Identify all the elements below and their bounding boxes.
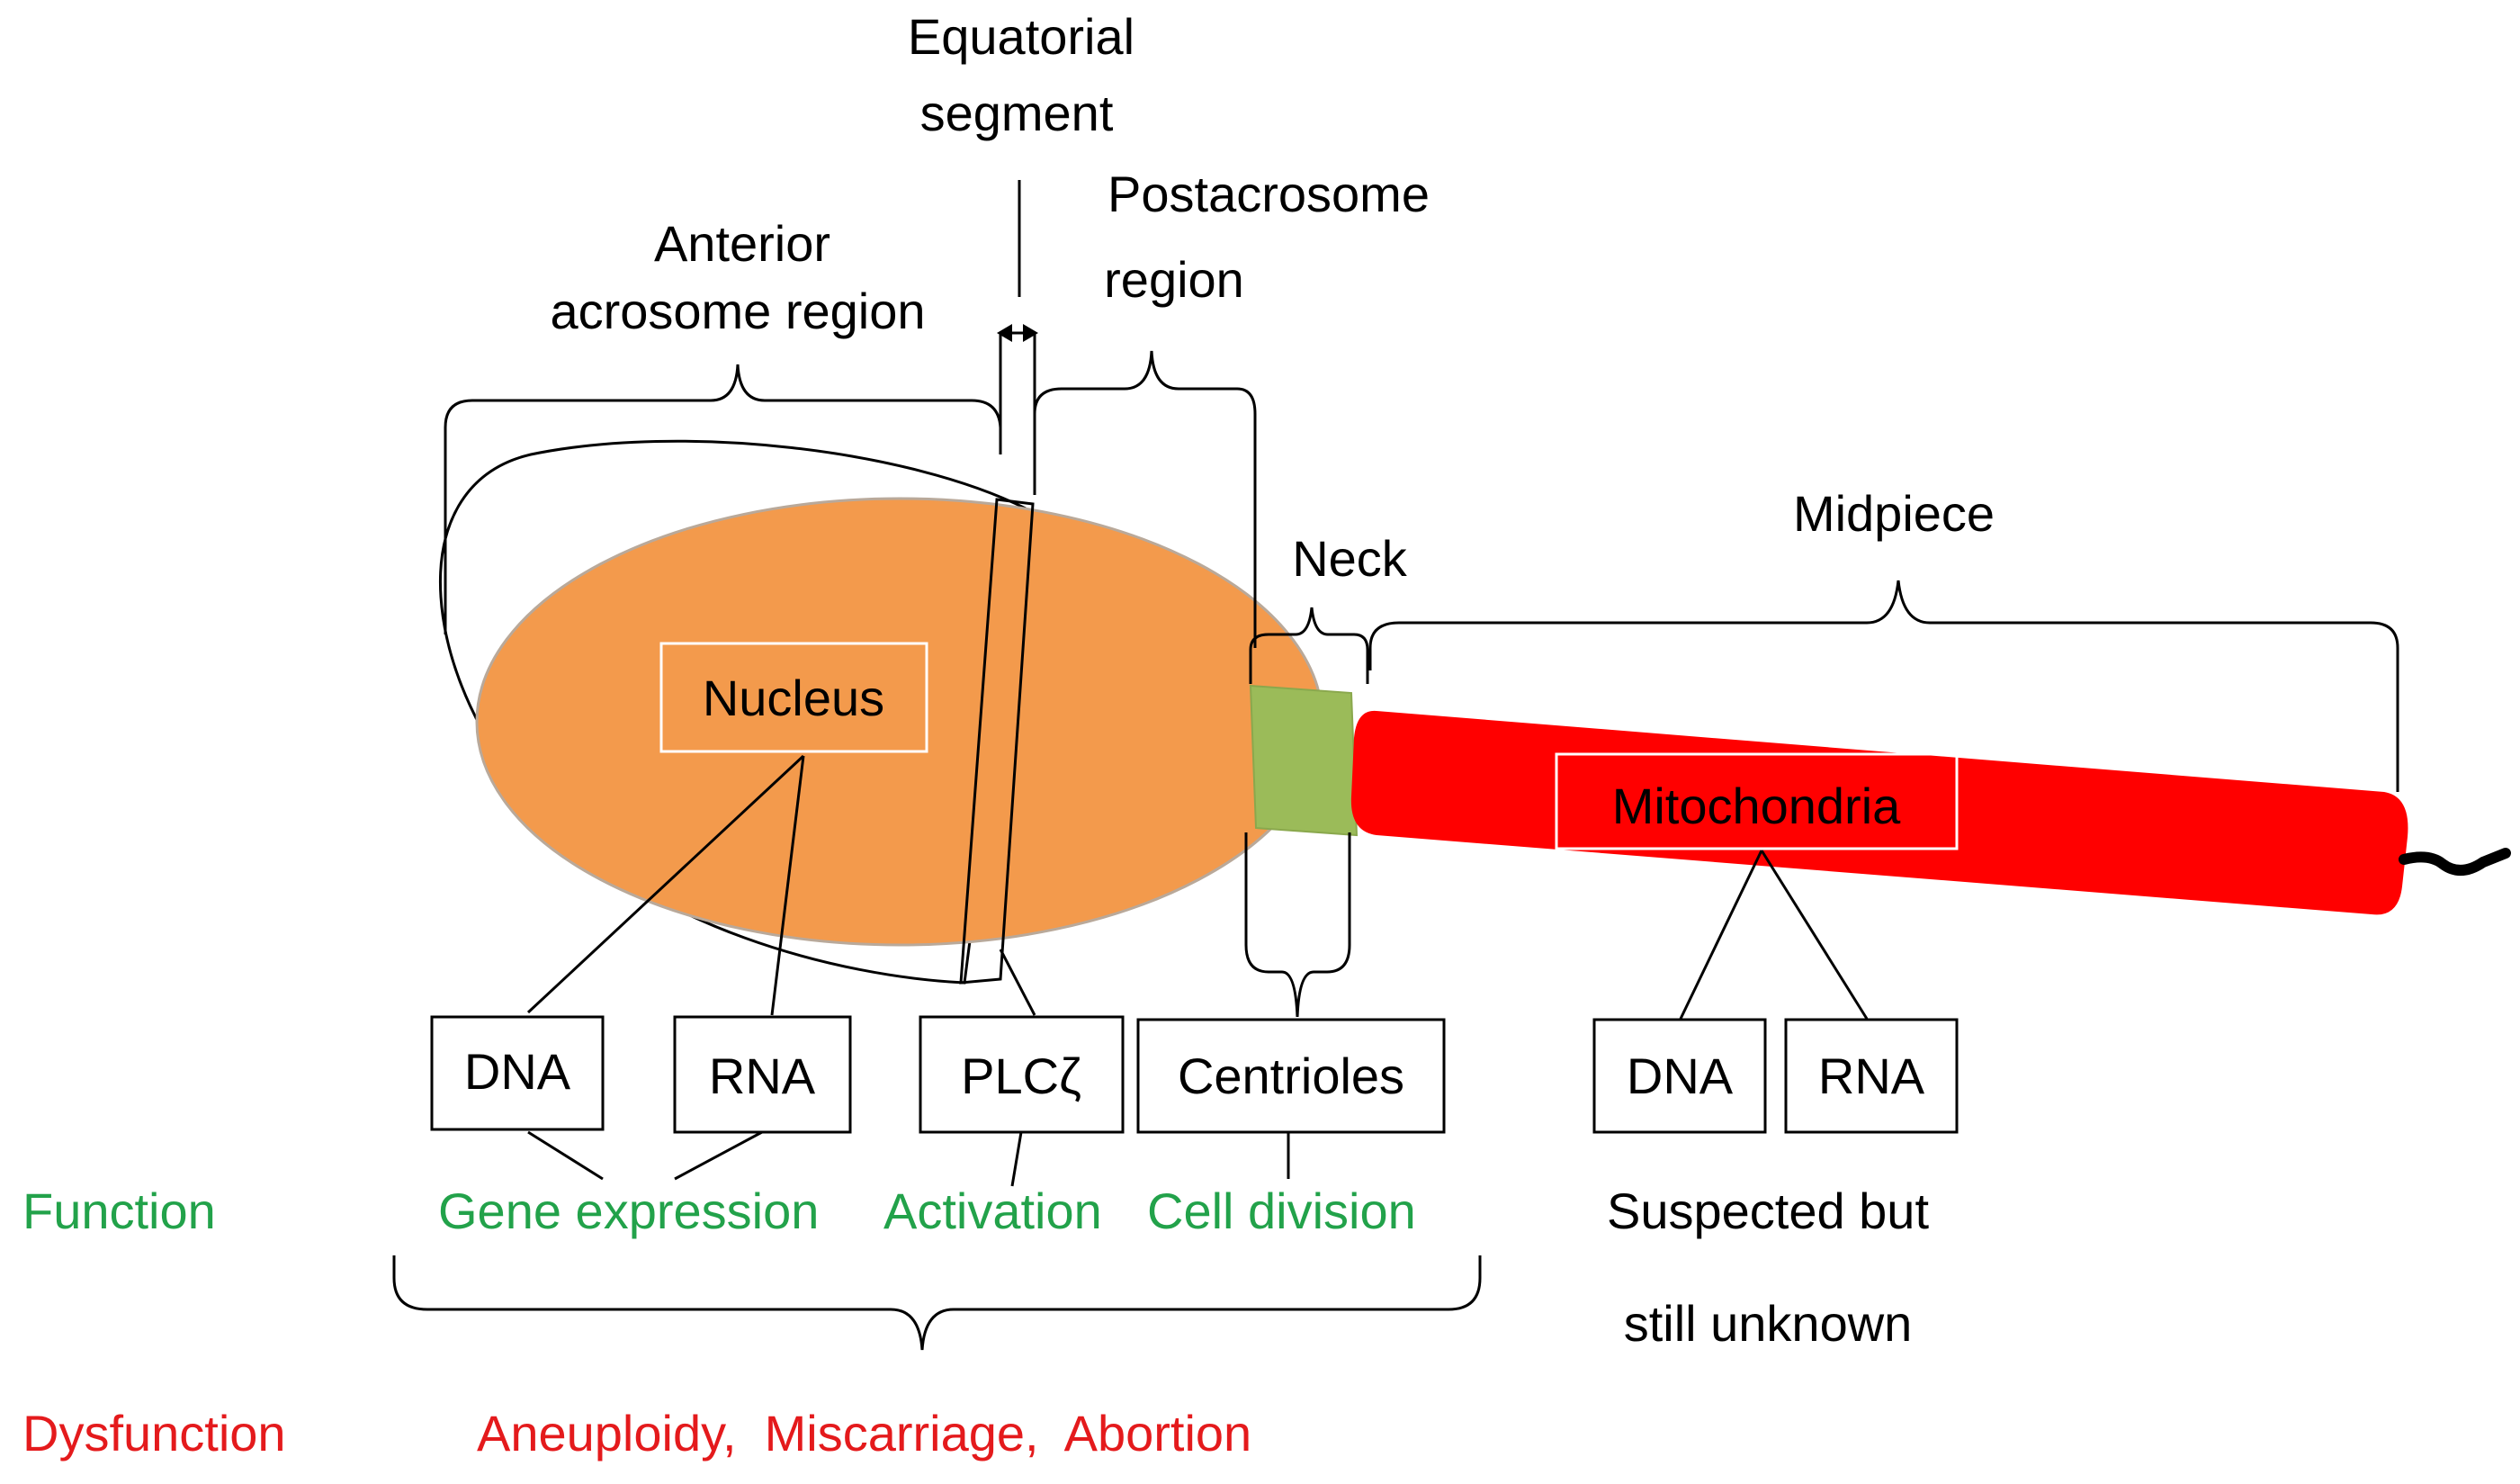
- nucleus-to-dna-line: [526, 754, 805, 1014]
- rna-left-box: [673, 1015, 852, 1134]
- acrosome-outline: [438, 439, 1027, 985]
- nucleus-to-rna-line: [770, 755, 805, 1016]
- centrioles-brace: [1244, 832, 1351, 1018]
- tail: [2399, 848, 2511, 876]
- postacrosome-brace: [1033, 350, 1257, 648]
- activation-label: Activation: [883, 1183, 1102, 1239]
- function-bottom-brace: [392, 1255, 1482, 1351]
- nucleus-label-box: [659, 642, 928, 753]
- midpiece-brace: [1368, 580, 2399, 792]
- neck-label: Neck: [1292, 530, 1408, 587]
- centrioles-box: [1136, 1018, 1446, 1134]
- dna-left-label: DNA: [464, 1043, 571, 1100]
- neck-shape: [1249, 684, 1359, 837]
- mitochondria-label-box: [1555, 752, 1959, 850]
- dna-right-box: [1592, 1018, 1767, 1134]
- equatorial-arrow-right-head: [1023, 324, 1038, 342]
- rna-left-label: RNA: [709, 1048, 816, 1104]
- suspected-label-line1: Suspected but: [1607, 1183, 1929, 1239]
- anterior-acrosome-brace: [444, 364, 1002, 634]
- mitochondria-label: Mitochondria: [1612, 778, 1901, 834]
- gene-expression-label: Gene expression: [438, 1183, 819, 1239]
- rna-right-box: [1784, 1018, 1959, 1134]
- dna-right-label: DNA: [1627, 1048, 1734, 1104]
- plc-to-head-line: [999, 949, 1036, 1016]
- postacrosome-label-line1: Postacrosome: [1108, 166, 1430, 222]
- equatorial-label-line2: segment: [920, 85, 1114, 141]
- plc-function-line: [1010, 1131, 1023, 1187]
- cell-division-label: Cell division: [1147, 1183, 1416, 1239]
- dysfunction-label: Dysfunction: [22, 1405, 286, 1462]
- equatorial-segment-band: [959, 498, 1035, 985]
- neck-top-brace: [1249, 607, 1369, 684]
- rna-left-function-line: [674, 1130, 763, 1181]
- mito-to-dna-line: [1679, 850, 1763, 1020]
- nucleus-label: Nucleus: [703, 670, 884, 726]
- suspected-label-line2: still unknown: [1624, 1295, 1913, 1352]
- anterior-label-line2: acrosome region: [550, 283, 925, 339]
- dysfunction-outcomes: Aneuploidy, Miscarriage, Abortion: [477, 1405, 1251, 1462]
- dna-left-function-line: [527, 1130, 604, 1181]
- equatorial-label-line1: Equatorial: [908, 8, 1134, 65]
- plc-box: [919, 1015, 1125, 1134]
- anterior-label-line1: Anterior: [654, 215, 830, 272]
- plc-label: PLCζ: [961, 1048, 1081, 1104]
- dna-left-box: [430, 1015, 605, 1131]
- postacrosome-label-line2: region: [1104, 251, 1244, 308]
- rna-right-label: RNA: [1818, 1048, 1925, 1104]
- equatorial-arrow-left-head: [997, 324, 1012, 342]
- nucleus-shape: [475, 497, 1324, 947]
- function-label: Function: [22, 1183, 216, 1239]
- mito-to-rna-line: [1760, 850, 1869, 1020]
- midpiece-label: Midpiece: [1793, 485, 1995, 542]
- centrioles-label: Centrioles: [1178, 1048, 1404, 1104]
- midpiece-shape: [1350, 710, 2408, 915]
